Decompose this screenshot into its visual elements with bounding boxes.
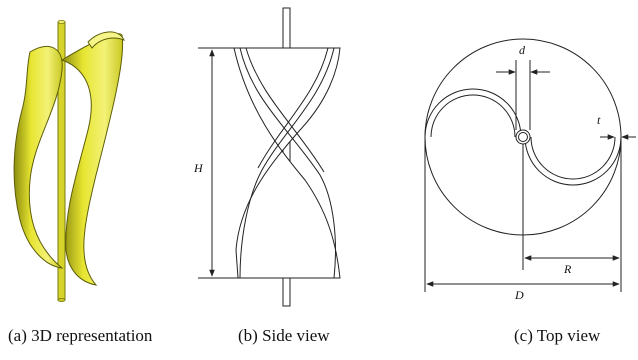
- panel-a-3d-view: [13, 19, 126, 302]
- blade-curl-3d: [87, 31, 126, 49]
- blade-right-bottom: [524, 136, 622, 186]
- panel-c-top-view: [424, 38, 636, 292]
- shaft-top-inner: [518, 132, 528, 142]
- blade-rear-3d: [60, 33, 124, 286]
- height-label: H: [193, 161, 204, 175]
- blade-outline-side: [233, 47, 341, 279]
- radius-label: R: [563, 262, 572, 276]
- blade-right-bottom-inner: [530, 136, 616, 180]
- panel-b-side-view: [198, 7, 341, 307]
- blade-curve-side-4: [257, 47, 329, 169]
- blade-curve-side-3: [245, 47, 325, 173]
- blade-front-3d: [13, 46, 64, 269]
- blade-curve-side-1: [239, 47, 336, 279]
- thickness-label: t: [597, 113, 601, 127]
- caption-side-view: (b) Side view: [238, 326, 330, 345]
- shaft-top-cap: [57, 19, 66, 24]
- diameter-label: D: [514, 288, 524, 302]
- blade-left-top-inner: [430, 94, 516, 138]
- caption-top-view: (c) Top view: [514, 326, 601, 345]
- caption-3d-representation: (a) 3D representation: [8, 326, 153, 345]
- blade-curve-side-2: [239, 47, 335, 279]
- shaft-diameter-label: d: [519, 43, 526, 57]
- shaft-bottom-cap: [57, 297, 66, 302]
